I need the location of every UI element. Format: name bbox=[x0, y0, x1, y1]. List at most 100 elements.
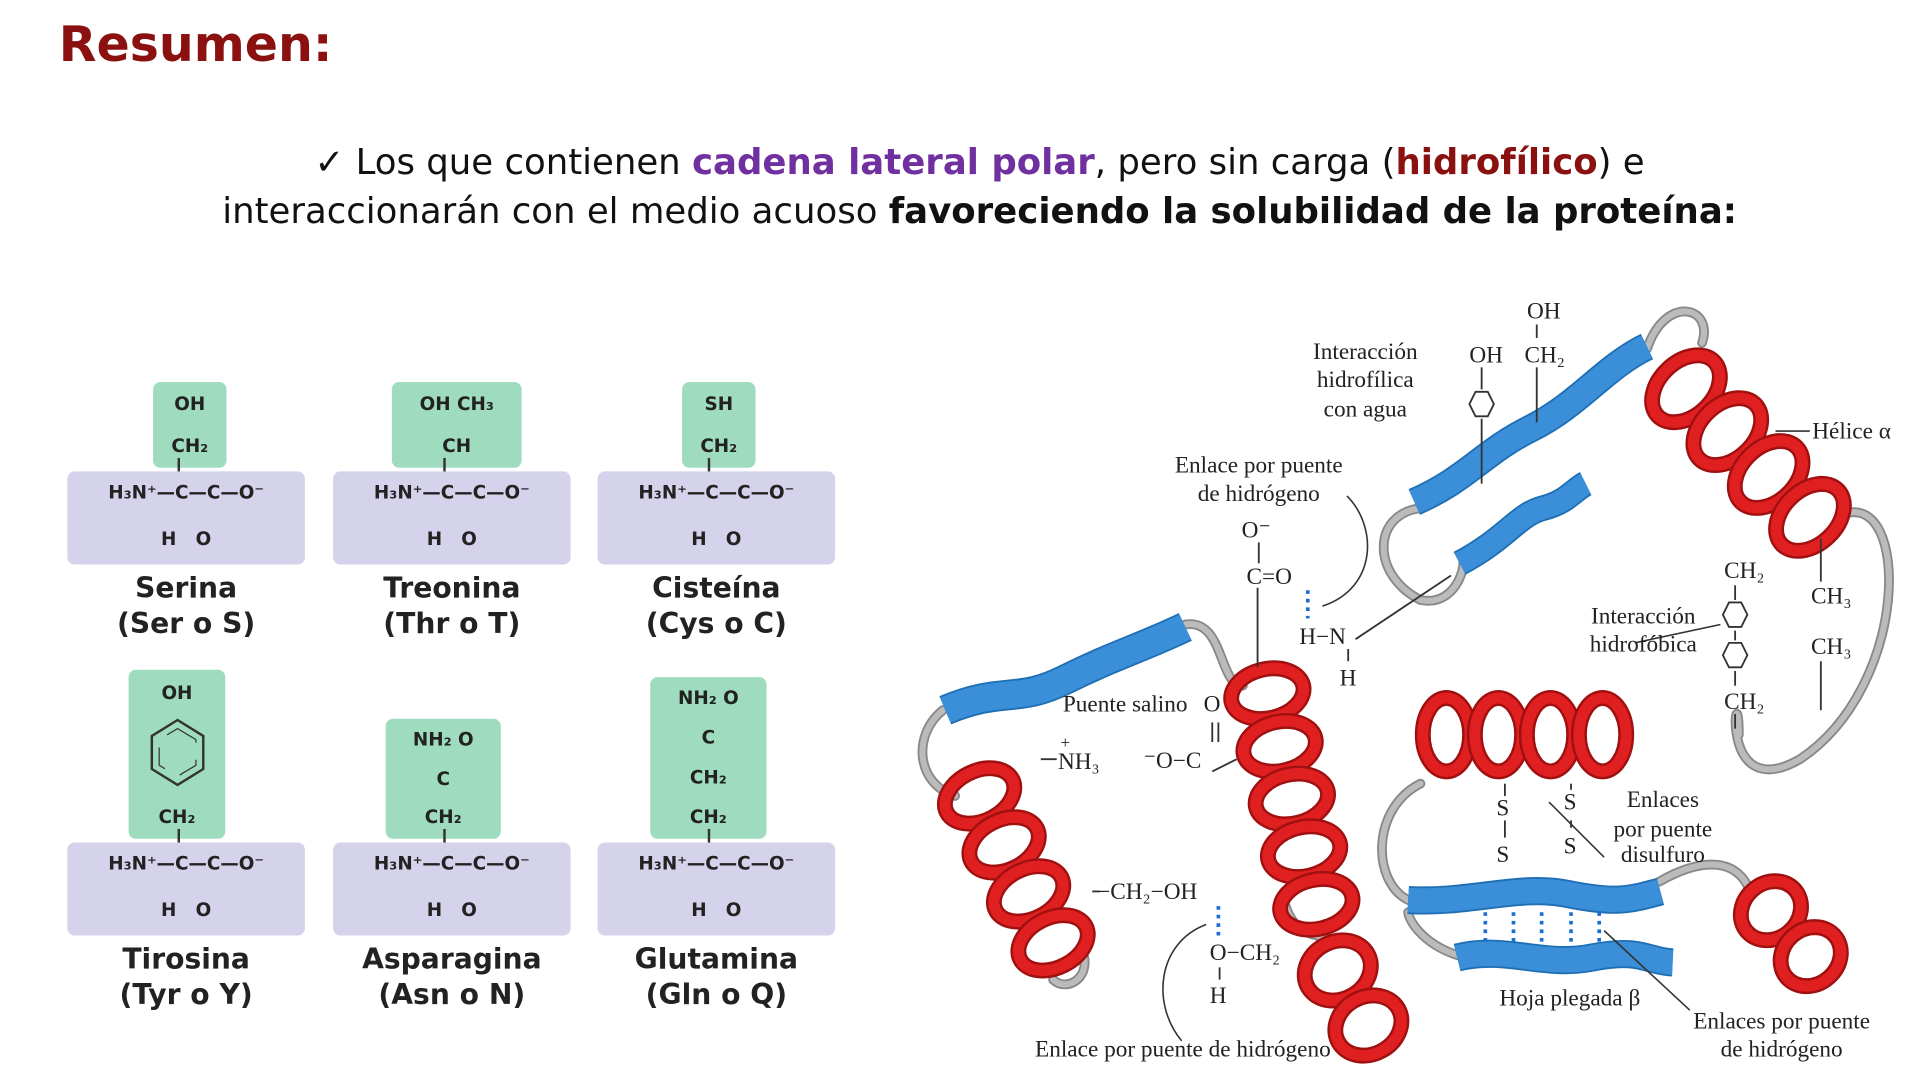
side-chain-group: CH₂ bbox=[158, 805, 196, 828]
backbone-formula: H₃N⁺—C—C—O⁻ bbox=[373, 481, 530, 504]
label-ch2: CH₂ bbox=[1525, 342, 1565, 368]
side-chain-group: SH bbox=[704, 392, 734, 415]
backbone-formula: H₃N⁺—C—C—O⁻ bbox=[108, 852, 265, 875]
backbone-formula: H₃N⁺—C—C—O⁻ bbox=[373, 852, 530, 875]
label-hbond-top-2: de hidrógeno bbox=[1198, 481, 1320, 507]
label-oh: OH bbox=[1469, 342, 1503, 368]
beta-strand bbox=[1454, 473, 1592, 574]
benzene-ring-icon bbox=[146, 715, 207, 793]
side-chain-group: OH bbox=[161, 681, 193, 704]
leader-line bbox=[1603, 930, 1691, 1011]
bond-line bbox=[1211, 758, 1238, 773]
intro-part: , pero sin carga ( bbox=[1094, 140, 1396, 183]
label-s: S bbox=[1496, 842, 1509, 868]
amino-acid-abbreviation: (Asn o N) bbox=[378, 979, 526, 1012]
label-ch2: CH₂ bbox=[1724, 558, 1764, 584]
side-chain-box: OH CH₂ bbox=[128, 669, 226, 839]
label-plus: + bbox=[1060, 733, 1070, 752]
amino-acid-abbreviation: (Ser o S) bbox=[116, 608, 256, 641]
alpha-helix-turn bbox=[1775, 921, 1847, 992]
beta-strand bbox=[1409, 335, 1653, 514]
label-o-ch2: O−CH₂ bbox=[1210, 940, 1280, 966]
loop-segment bbox=[1050, 952, 1088, 988]
leader-line bbox=[1634, 623, 1721, 644]
loop-segment bbox=[1403, 907, 1463, 961]
side-chain-group: CH₂ bbox=[689, 766, 727, 789]
amino-acid-name: Glutamina bbox=[634, 944, 799, 976]
slide-title: Resumen: bbox=[58, 17, 333, 74]
side-chain-group: NH₂ O bbox=[677, 687, 739, 710]
side-chain-group: CH bbox=[442, 435, 472, 458]
label-hbond-top-1: Enlace por puente bbox=[1175, 453, 1343, 479]
side-chain-box: SH CH₂ bbox=[682, 382, 756, 468]
label-c-o: C=O bbox=[1247, 564, 1292, 590]
backbone-box: H₃N⁺—C—C—O⁻ H O bbox=[333, 471, 571, 565]
intro-part: ) e bbox=[1597, 140, 1645, 183]
amino-acid-name: Treonina bbox=[383, 573, 521, 605]
amino-acid-abbreviation: (Cys o C) bbox=[645, 608, 787, 641]
label-ch2: CH₂ bbox=[1724, 689, 1764, 715]
benzene-ring-icon bbox=[1468, 390, 1495, 418]
amino-acid-abbreviation: (Gln o Q) bbox=[645, 979, 788, 1012]
intro-part: interaccionarán con el medio acuoso bbox=[222, 189, 889, 232]
label-disulfide-1: Enlaces bbox=[1627, 787, 1699, 813]
backbone-box: H₃N⁺—C—C—O⁻ H O bbox=[597, 842, 836, 936]
backbone-formula: H₃N⁺—C—C—O⁻ bbox=[638, 481, 795, 504]
beta-strand bbox=[1407, 878, 1664, 913]
loop-segment bbox=[1656, 861, 1755, 897]
loop-segment bbox=[1380, 505, 1467, 604]
benzene-ring-icon bbox=[1721, 601, 1749, 628]
amino-acid-abbreviation: (Tyr o Y) bbox=[119, 979, 253, 1012]
beta-strand bbox=[1454, 941, 1674, 975]
label-hbond-right-1: Enlaces por puente bbox=[1693, 1009, 1870, 1035]
label-h: H bbox=[1340, 666, 1357, 692]
amino-acid-name: Cisteína bbox=[652, 573, 781, 605]
label-nh3: NH₃ bbox=[1058, 749, 1100, 775]
backbone-substituents: H O bbox=[426, 527, 477, 550]
label-h: H bbox=[1210, 983, 1227, 1009]
side-chain-group: CH₂ bbox=[700, 435, 738, 458]
amino-acid-name: Asparagina bbox=[362, 944, 542, 976]
backbone-box: H₃N⁺—C—C—O⁻ H O bbox=[333, 842, 571, 936]
alpha-helix-turn bbox=[1770, 478, 1850, 557]
side-chain-box: OH CH₃ CH bbox=[391, 382, 522, 468]
loop-segment bbox=[1643, 308, 1707, 353]
label-hydrophobic-1: Interacción bbox=[1591, 603, 1696, 629]
alpha-helix-turn bbox=[1573, 692, 1632, 777]
leader-line bbox=[1548, 801, 1605, 858]
amino-acid-name: Serina bbox=[135, 573, 238, 605]
backbone-substituents: H O bbox=[691, 527, 742, 550]
amino-acid-name: Tirosina bbox=[122, 944, 250, 976]
label-o: O bbox=[1204, 691, 1221, 717]
backbone-substituents: H O bbox=[691, 898, 742, 921]
loop-segment bbox=[1379, 780, 1424, 904]
label-disulfide-3: disulfuro bbox=[1621, 842, 1705, 868]
label-hydrophilic-3: con agua bbox=[1324, 396, 1407, 422]
alpha-helix-turn bbox=[1329, 989, 1407, 1062]
backbone-box: H₃N⁺—C—C—O⁻ H O bbox=[597, 471, 836, 565]
amino-acid-abbreviation: (Thr o T) bbox=[383, 608, 521, 641]
label-hydrophilic-2: hidrofílica bbox=[1317, 367, 1414, 393]
backbone-formula: H₃N⁺—C—C—O⁻ bbox=[108, 481, 265, 504]
side-chain-group: NH₂ O bbox=[412, 728, 474, 751]
label-hbond-bottom: Enlace por puente de hidrógeno bbox=[1035, 1037, 1331, 1063]
label-hydrophilic-1: Interacción bbox=[1313, 339, 1418, 365]
backbone-formula: H₃N⁺—C—C—O⁻ bbox=[638, 852, 795, 875]
label-ch3: CH₃ bbox=[1811, 634, 1851, 660]
side-chain-group: OH CH₃ bbox=[419, 392, 494, 415]
bond-line bbox=[1355, 574, 1452, 640]
side-chain-group: CH₂ bbox=[171, 435, 209, 458]
backbone-box: H₃N⁺—C—C—O⁻H O bbox=[67, 471, 305, 565]
leader-line bbox=[1322, 495, 1369, 607]
label-s: S bbox=[1564, 833, 1577, 859]
label-hydrophobic-2: hidrofóbica bbox=[1590, 631, 1697, 657]
loop-segment bbox=[1405, 909, 1461, 959]
backbone-substituents: H O bbox=[426, 898, 477, 921]
check-icon: ✓ bbox=[314, 140, 345, 183]
label-o-minus: O⁻ bbox=[1242, 518, 1271, 544]
label-ch2-oh: −CH₂−OH bbox=[1097, 879, 1197, 905]
